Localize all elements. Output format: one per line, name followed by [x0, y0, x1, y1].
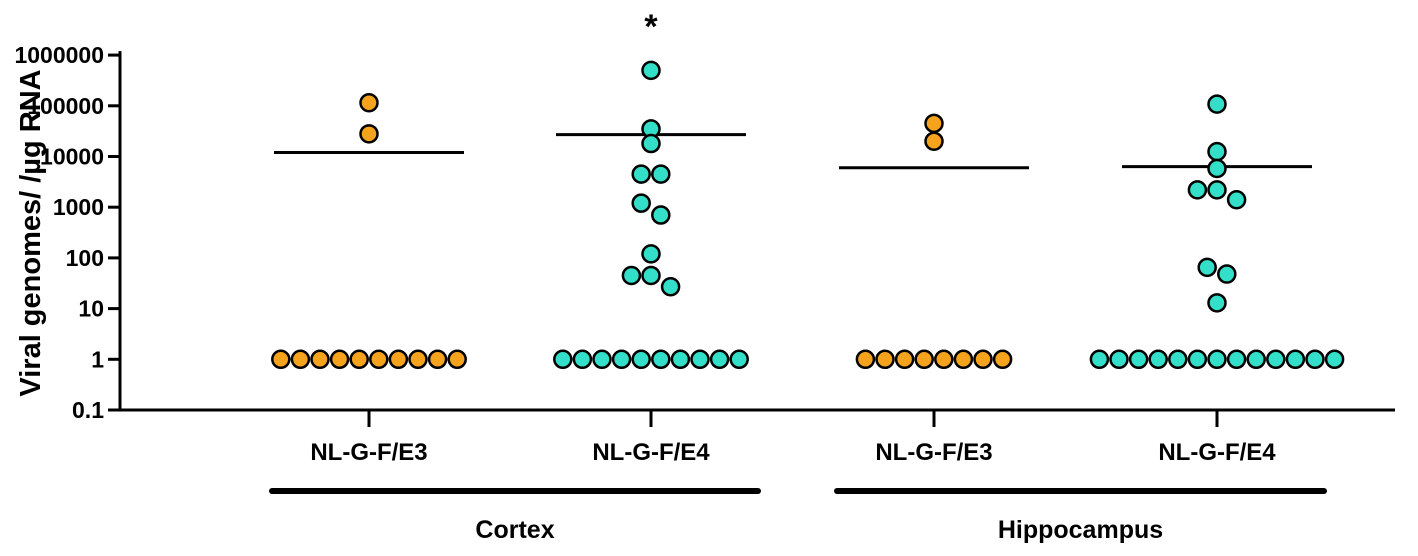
data-point: [592, 349, 612, 370]
y-tick-label: 0.1: [72, 397, 104, 423]
data-point: [690, 349, 710, 370]
data-point: [310, 349, 330, 370]
annotations: *: [644, 8, 658, 46]
data-point: [641, 244, 661, 264]
data-point: [349, 349, 369, 370]
group-label: Hippocampus: [998, 516, 1163, 544]
x-category-label: NL-G-F/E3: [875, 439, 992, 466]
data-point: [875, 349, 895, 370]
data-point: [709, 349, 730, 370]
data-point: [553, 349, 573, 370]
y-axis-label: Viral genomes/ /µg RNA: [15, 69, 47, 396]
data-point: [894, 349, 915, 370]
data-point: [1197, 257, 1217, 278]
data-point: [641, 265, 661, 286]
data-point: [1089, 349, 1110, 370]
data-point: [611, 349, 632, 370]
data-point: [1226, 349, 1247, 370]
data-point: [1217, 264, 1237, 284]
data-point: [621, 265, 642, 286]
data-point: [651, 164, 671, 184]
group-brackets: Cortex Hippocampus: [269, 488, 1327, 544]
data-point: [914, 349, 934, 370]
data-point: [290, 349, 311, 370]
data-point: [359, 124, 379, 144]
data-point: [631, 349, 651, 370]
data-point: [855, 349, 876, 370]
data-point: [427, 349, 448, 370]
data-point: [1128, 349, 1149, 370]
data-point: [1148, 349, 1168, 370]
data-point: [1226, 190, 1247, 210]
data-point: [359, 92, 379, 113]
data-point: [369, 349, 389, 370]
data-point: [953, 349, 974, 370]
y-tick-label: 100: [66, 245, 104, 271]
data-point: [1324, 349, 1345, 370]
data-point: [1207, 94, 1227, 114]
data-point: [729, 349, 749, 370]
x-axis-categories: NL-G-F/E3 NL-G-F/E4 NL-G-F/E3 NL-G-F/E4: [310, 410, 1276, 466]
data-point: [924, 113, 944, 134]
y-tick-label: 1: [91, 346, 104, 372]
data-point: [924, 131, 944, 151]
data-point: [1187, 349, 1208, 370]
data-point: [1187, 180, 1208, 200]
data-point: [271, 349, 291, 370]
y-tick-label: 100000: [27, 93, 104, 119]
significance-marker: *: [644, 8, 658, 46]
data-point: [1285, 349, 1306, 370]
data-point: [1207, 180, 1227, 200]
data-point: [572, 349, 593, 370]
data-point: [329, 349, 350, 370]
data-point: [1207, 158, 1227, 179]
data-point: [631, 193, 651, 213]
axes: [118, 51, 1395, 412]
x-category-label: NL-G-F/E4: [592, 439, 710, 466]
data-point: [651, 205, 671, 225]
data-point: [447, 349, 467, 370]
data-point: [641, 133, 661, 154]
data-point: [1109, 349, 1129, 370]
y-axis-ticks: 0.1 1 10 100 1000 10000 100000 1000000: [14, 42, 120, 423]
median-lines: [274, 133, 1312, 170]
data-point: [1207, 141, 1227, 162]
y-tick-label: 1000: [53, 194, 104, 220]
data-point: [641, 60, 661, 81]
y-tick-label: 1000000: [14, 42, 104, 68]
data-point: [992, 349, 1013, 370]
data-point: [670, 349, 691, 370]
data-point: [1246, 349, 1266, 370]
x-category-label: NL-G-F/E3: [310, 439, 427, 466]
data-point: [1305, 349, 1325, 370]
data-point: [408, 349, 428, 370]
data-point: [651, 349, 671, 370]
data-point: [1207, 293, 1227, 313]
group-label: Cortex: [475, 516, 554, 544]
data-point: [934, 349, 954, 370]
y-tick-label: 10000: [40, 144, 104, 170]
data-point: [660, 276, 681, 297]
data-point: [1168, 349, 1188, 370]
data-point: [631, 164, 651, 184]
data-point: [388, 349, 409, 370]
data-point: [1266, 349, 1286, 370]
data-point: [1207, 349, 1227, 370]
data-points: [271, 60, 1345, 370]
data-point: [973, 349, 993, 370]
y-tick-label: 10: [78, 296, 104, 322]
x-category-label: NL-G-F/E4: [1158, 439, 1276, 466]
